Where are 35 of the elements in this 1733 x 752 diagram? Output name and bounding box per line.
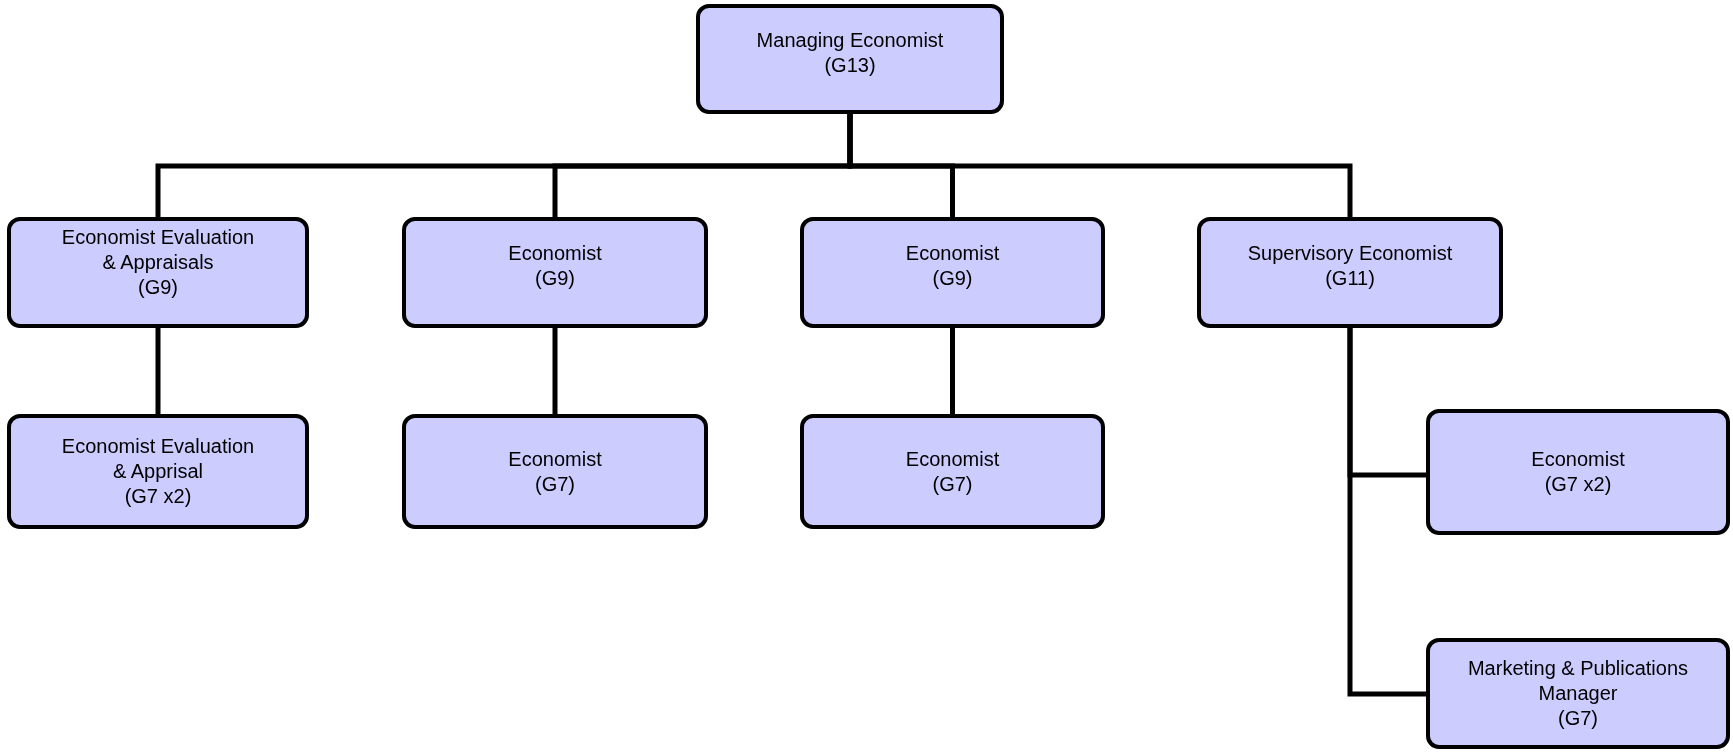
grade-label: (G9)	[535, 266, 575, 291]
grade-label: (G7 x2)	[1544, 472, 1612, 497]
job-title: Economist	[508, 446, 602, 472]
position-box	[7, 217, 309, 328]
grade-label: (G7 x2)	[124, 484, 192, 509]
job-title: Managing Economist	[756, 28, 944, 53]
job-title: Economist	[905, 446, 1000, 472]
position-box	[696, 4, 1004, 114]
position-box	[1197, 217, 1503, 328]
position-box	[800, 217, 1105, 328]
connector-line	[847, 114, 1353, 217]
grade-label: (G9)	[138, 275, 178, 300]
job-title: Economist	[508, 241, 602, 266]
position-box	[1426, 409, 1730, 535]
connector-line	[155, 328, 161, 414]
job-title: Economist	[905, 241, 1000, 266]
grade-label: (G11)	[1325, 266, 1375, 291]
connector-line	[950, 328, 955, 414]
position-box	[800, 414, 1105, 529]
job-title: Marketing & Publications Manager	[1466, 656, 1690, 706]
job-title: Economist	[1531, 447, 1625, 472]
job-title: Economist Evaluation & Apprisal	[60, 434, 256, 484]
position-box	[402, 217, 708, 328]
grade-label: (G9)	[932, 266, 973, 291]
grade-label: (G13)	[824, 53, 876, 78]
grade-label: (G7)	[1558, 706, 1598, 731]
connector-line	[1347, 328, 1426, 697]
position-box	[7, 414, 309, 529]
position-box	[1426, 638, 1730, 749]
grade-label: (G7)	[932, 471, 973, 497]
job-title: Economist Evaluation & Appraisals	[60, 225, 256, 275]
position-box	[402, 414, 708, 529]
connector-line	[552, 328, 558, 414]
grade-label: (G7)	[535, 471, 575, 497]
job-title: Supervisory Economist	[1247, 241, 1453, 266]
